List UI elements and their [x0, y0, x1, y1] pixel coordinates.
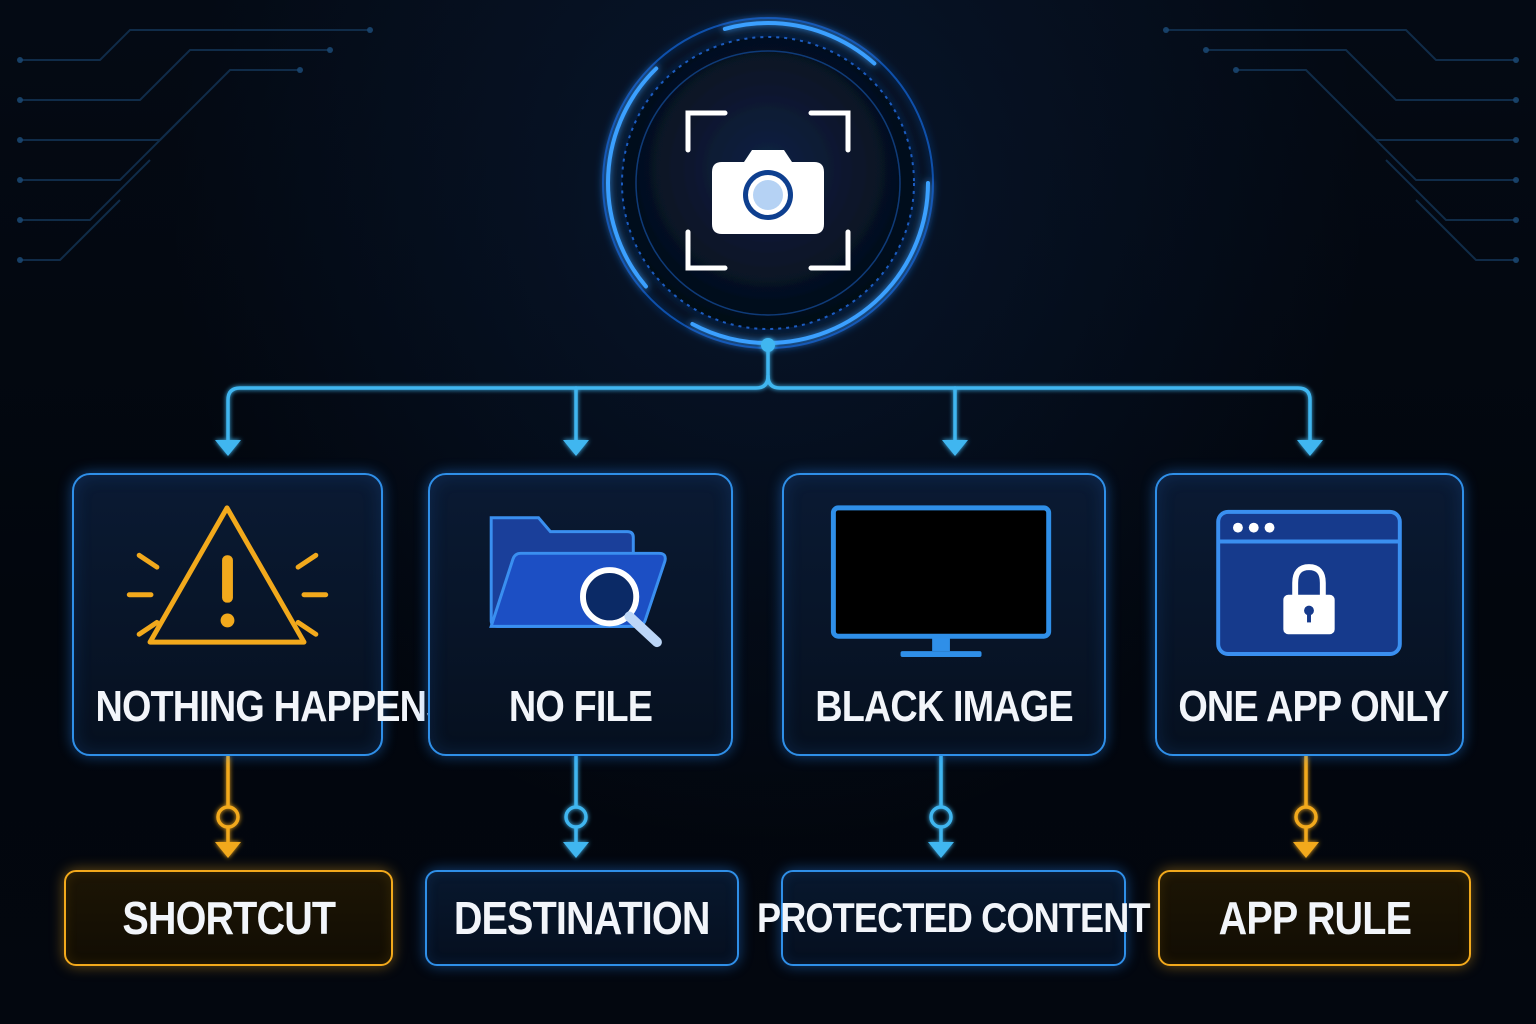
camera-screenshot-icon — [685, 110, 851, 271]
warning-triangle-icon — [126, 505, 329, 645]
tree-connectors — [226, 343, 1312, 442]
cause-label: SHORTCUT — [122, 892, 336, 944]
card-black-image: BLACK IMAGE — [782, 473, 1106, 756]
black-monitor-icon — [830, 505, 1052, 657]
cause-protected-content: PROTECTED CONTENT — [757, 870, 1151, 966]
card-label: NO FILE — [508, 682, 653, 731]
cause-label: PROTECTED CONTENT — [757, 894, 1151, 941]
cause-app-rule: APP RULE — [1158, 870, 1471, 966]
folder-search-icon — [489, 516, 667, 648]
cause-destination: DESTINATION — [425, 870, 739, 966]
circuit-decoration-right — [1166, 29, 1516, 261]
locked-window-icon — [1216, 509, 1402, 656]
card-no-file: NO FILE — [428, 473, 733, 756]
card-label: ONE APP ONLY — [1178, 682, 1449, 731]
card-nothing-happens: NOTHING HAPPENS — [72, 473, 451, 756]
cause-connectors — [216, 756, 1318, 842]
cause-shortcut: SHORTCUT — [64, 870, 393, 966]
cause-label: APP RULE — [1218, 892, 1411, 944]
cause-label: DESTINATION — [454, 892, 711, 944]
circuit-decoration-left — [20, 29, 370, 261]
card-label: BLACK IMAGE — [815, 682, 1073, 731]
card-one-app-only: ONE APP ONLY — [1155, 473, 1464, 756]
card-label: NOTHING HAPPENS — [95, 682, 451, 731]
